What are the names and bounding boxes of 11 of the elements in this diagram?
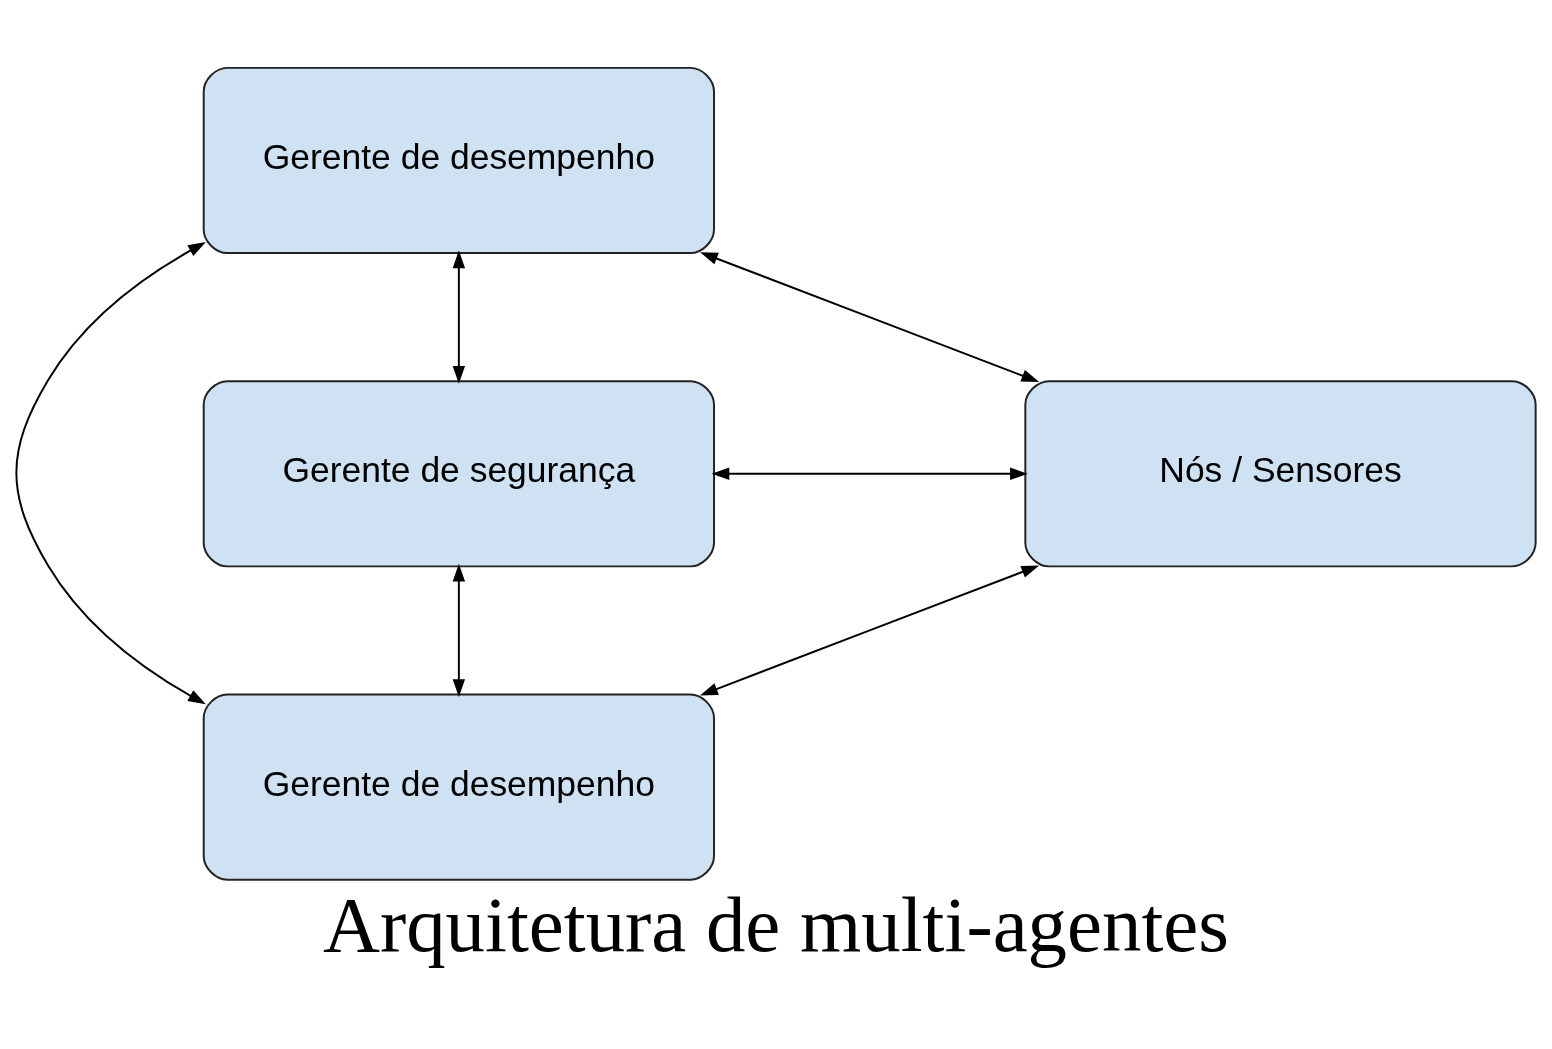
diagram-title: Arquitetura de multi-agentes [323, 880, 1229, 968]
arrow [700, 564, 1040, 695]
arrow [15, 241, 206, 704]
arrow [700, 251, 1040, 382]
arrow [452, 249, 466, 384]
node-box: Gerente de desempenho [202, 66, 715, 254]
node-box: Gerente de desempenho [202, 692, 715, 881]
arrow [711, 467, 1028, 480]
arrow [452, 563, 466, 697]
node-box: Gerente de segurança [202, 379, 715, 567]
node-box: Nós / Sensores [1024, 379, 1537, 567]
